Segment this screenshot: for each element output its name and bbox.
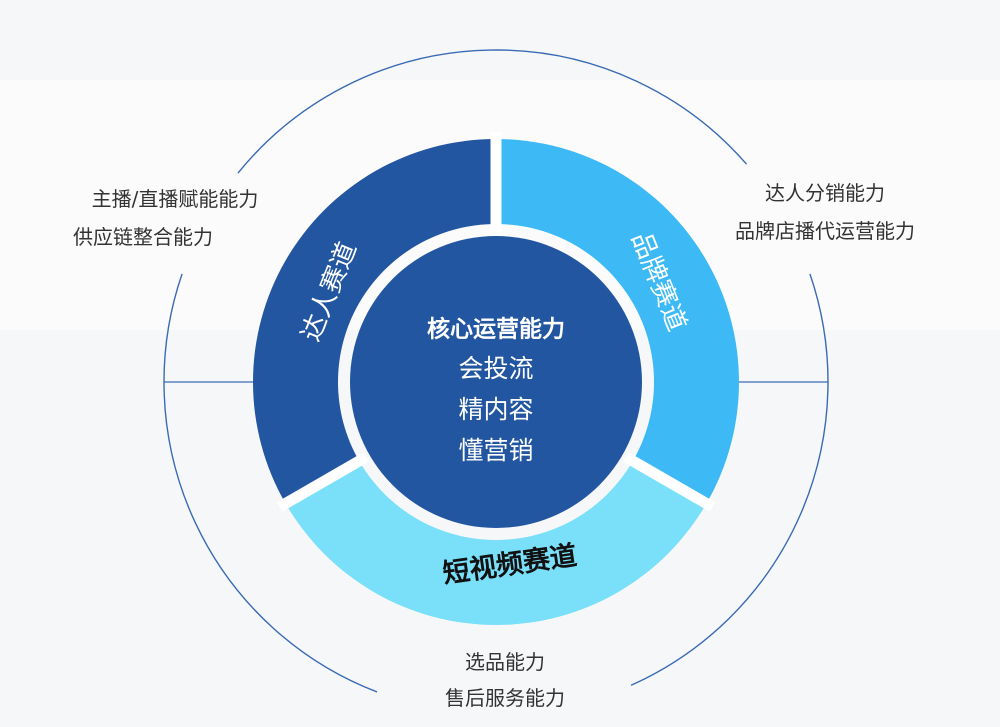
capability-item: 达人分销能力 [765, 181, 885, 205]
capability-item: 售后服务能力 [445, 686, 565, 710]
outer-ring-lines [163, 49, 829, 693]
outer-arc [237, 49, 748, 174]
capability-item: 供应链整合能力 [73, 225, 213, 249]
core-line-2: 精内容 [458, 395, 533, 424]
outer-arc [163, 273, 378, 693]
core-title: 核心运营能力 [427, 316, 565, 343]
segment-divider [623, 452, 716, 512]
capability-group-left: 主播/直播赋能能力 供应链整合能力 [60, 180, 290, 256]
segment-daren [253, 139, 496, 504]
core-circle [350, 236, 642, 528]
track-ring [253, 132, 739, 625]
segment-divider [276, 452, 369, 512]
core-line-3: 懂营销 [458, 436, 533, 465]
segment-short-video [285, 461, 707, 625]
outer-arc [630, 273, 829, 686]
core-line-1: 会投流 [458, 354, 533, 383]
capability-item: 选品能力 [465, 650, 545, 674]
capability-group-right: 达人分销能力 品牌店播代运营能力 [700, 174, 950, 250]
capability-group-bottom: 选品能力 售后服务能力 [400, 644, 610, 716]
capability-item: 主播/直播赋能能力 [91, 187, 259, 211]
segment-brand [496, 139, 739, 504]
capability-item: 品牌店播代运营能力 [735, 219, 915, 243]
